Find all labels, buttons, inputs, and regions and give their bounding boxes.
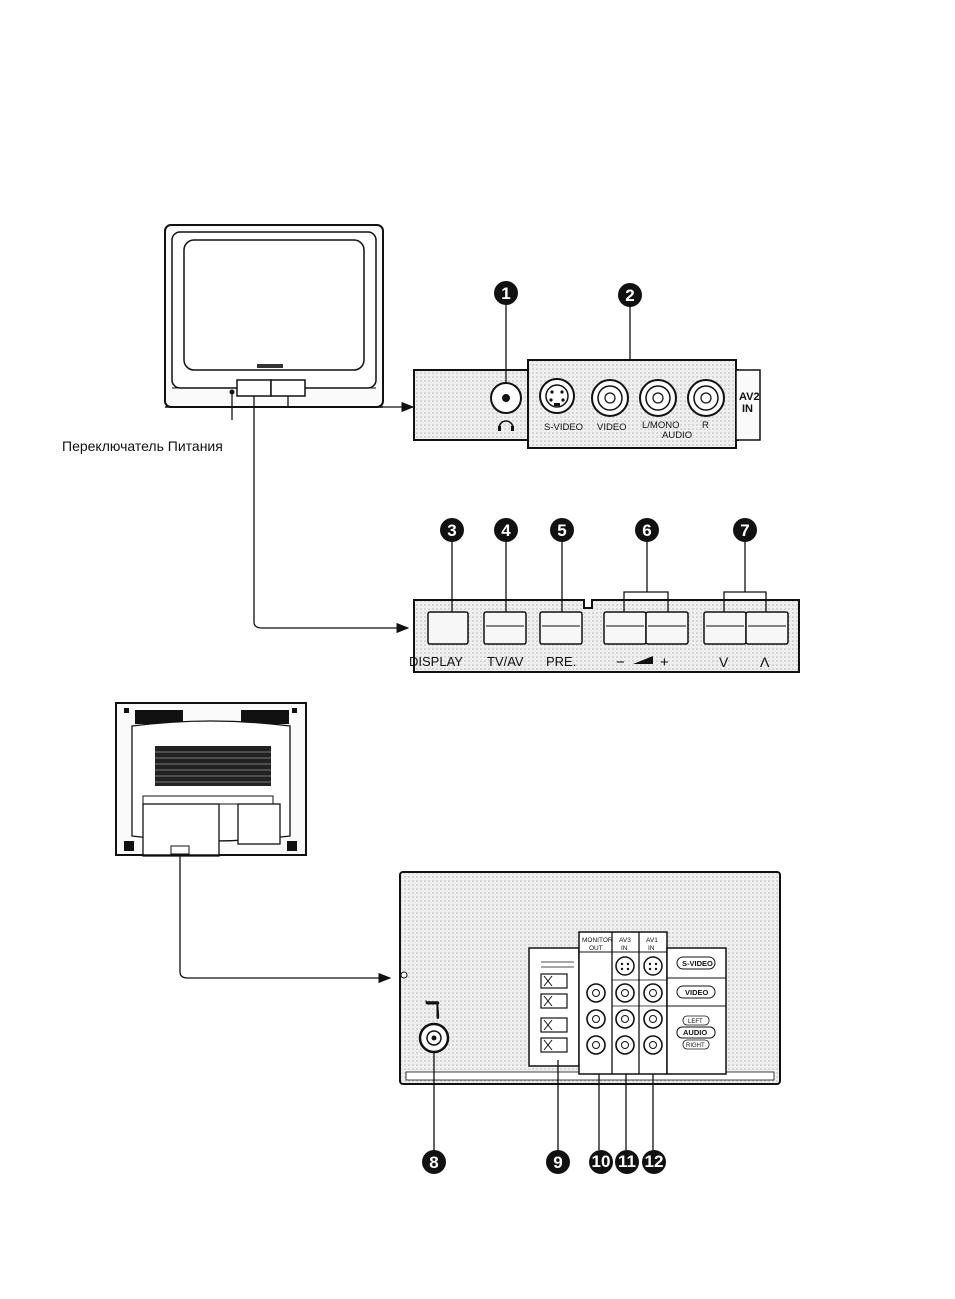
volume-down-button[interactable] [604, 612, 646, 644]
tvav-label: TV/AV [487, 654, 524, 669]
front-r-label: R [702, 420, 709, 431]
rear-left-label: LEFT [688, 1019, 703, 1025]
rear-jack-panel: ℸ MONITOR OUT AV3 [400, 872, 780, 1084]
callout-badge-4: 4 [494, 518, 518, 542]
svg-text:7: 7 [740, 521, 749, 540]
channel-up-label: Λ [760, 654, 770, 670]
callout-badge-5: 5 [550, 518, 574, 542]
antenna-input-jack[interactable] [420, 1024, 448, 1052]
av1-in-jacks[interactable] [644, 984, 662, 1054]
front-audio-label: AUDIO [662, 430, 692, 441]
av1-label-bottom: IN [648, 945, 655, 952]
av3-svideo-jack[interactable] [616, 957, 634, 975]
video-jack[interactable] [592, 380, 628, 416]
tv-rear-illustration [116, 703, 306, 856]
av3-label-top: AV3 [619, 937, 631, 944]
monitor-label-bottom: OUT [589, 945, 603, 952]
channel-down-button[interactable] [704, 612, 746, 644]
av2-label-top: AV2 [739, 391, 760, 403]
callout-badge-7: 7 [733, 518, 757, 542]
power-switch-label: Переключатель Питания [62, 438, 223, 454]
callout-badge-2: 2 [618, 283, 642, 307]
audio-left-jack[interactable] [640, 380, 676, 416]
av1-svideo-jack[interactable] [644, 957, 662, 975]
rear-video-label: VIDEO [685, 988, 709, 997]
channel-up-button[interactable] [746, 612, 788, 644]
monitor-out-jacks[interactable] [587, 984, 605, 1054]
callout-badge-8: 8 [422, 1150, 446, 1174]
front-button-panel: DISPLAY TV/AV PRE. − + V Λ [409, 600, 799, 672]
callout-badge-9: 9 [546, 1150, 570, 1174]
connector-line-buttons [254, 396, 408, 628]
av1-label-top: AV1 [646, 937, 658, 944]
audio-right-jack[interactable] [688, 380, 724, 416]
av2-label-bottom: IN [742, 403, 753, 415]
speaker-terminals[interactable] [529, 948, 579, 1066]
preset-label: PRE. [546, 654, 576, 669]
callout-badge-10: 10 [589, 1150, 613, 1174]
preset-button[interactable] [540, 612, 582, 644]
svg-text:2: 2 [625, 286, 634, 305]
rear-right-label: RIGHT [686, 1043, 705, 1049]
callout-badge-3: 3 [440, 518, 464, 542]
volume-minus-label: − [616, 654, 625, 671]
av3-in-jacks[interactable] [616, 984, 634, 1054]
svg-text:9: 9 [553, 1153, 562, 1172]
volume-up-button[interactable] [646, 612, 688, 644]
svg-text:4: 4 [501, 521, 511, 540]
monitor-label-top: MONITOR [582, 937, 613, 944]
channel-down-label: V [719, 654, 729, 670]
svg-text:12: 12 [645, 1152, 664, 1171]
svg-text:10: 10 [592, 1152, 611, 1171]
rear-svideo-label: S-VIDEO [682, 959, 713, 968]
antenna-symbol: ℸ [424, 996, 440, 1024]
display-label: DISPLAY [409, 654, 463, 669]
svg-text:8: 8 [429, 1153, 438, 1172]
tvav-button[interactable] [484, 612, 526, 644]
rear-audio-label: AUDIO [683, 1028, 707, 1037]
callout-badge-1: 1 [494, 281, 518, 305]
svg-text:11: 11 [618, 1152, 636, 1171]
display-button[interactable] [428, 612, 468, 644]
callout-badge-6: 6 [635, 518, 659, 542]
svg-text:5: 5 [557, 521, 566, 540]
callout-badge-11: 11 [615, 1150, 639, 1174]
tv-front-illustration [165, 225, 383, 407]
volume-plus-label: + [660, 654, 669, 671]
front-video-label: VIDEO [597, 422, 627, 433]
front-jack-panel: S-VIDEO VIDEO L/MONO R AUDIO AV2 IN [414, 360, 760, 448]
av3-label-bottom: IN [621, 945, 628, 952]
connector-line-rear-panel [180, 855, 390, 978]
svg-text:6: 6 [642, 521, 651, 540]
svg-text:1: 1 [501, 284, 510, 303]
front-svideo-label: S-VIDEO [544, 422, 583, 433]
callout-badge-12: 12 [642, 1150, 666, 1174]
svg-text:3: 3 [447, 521, 456, 540]
